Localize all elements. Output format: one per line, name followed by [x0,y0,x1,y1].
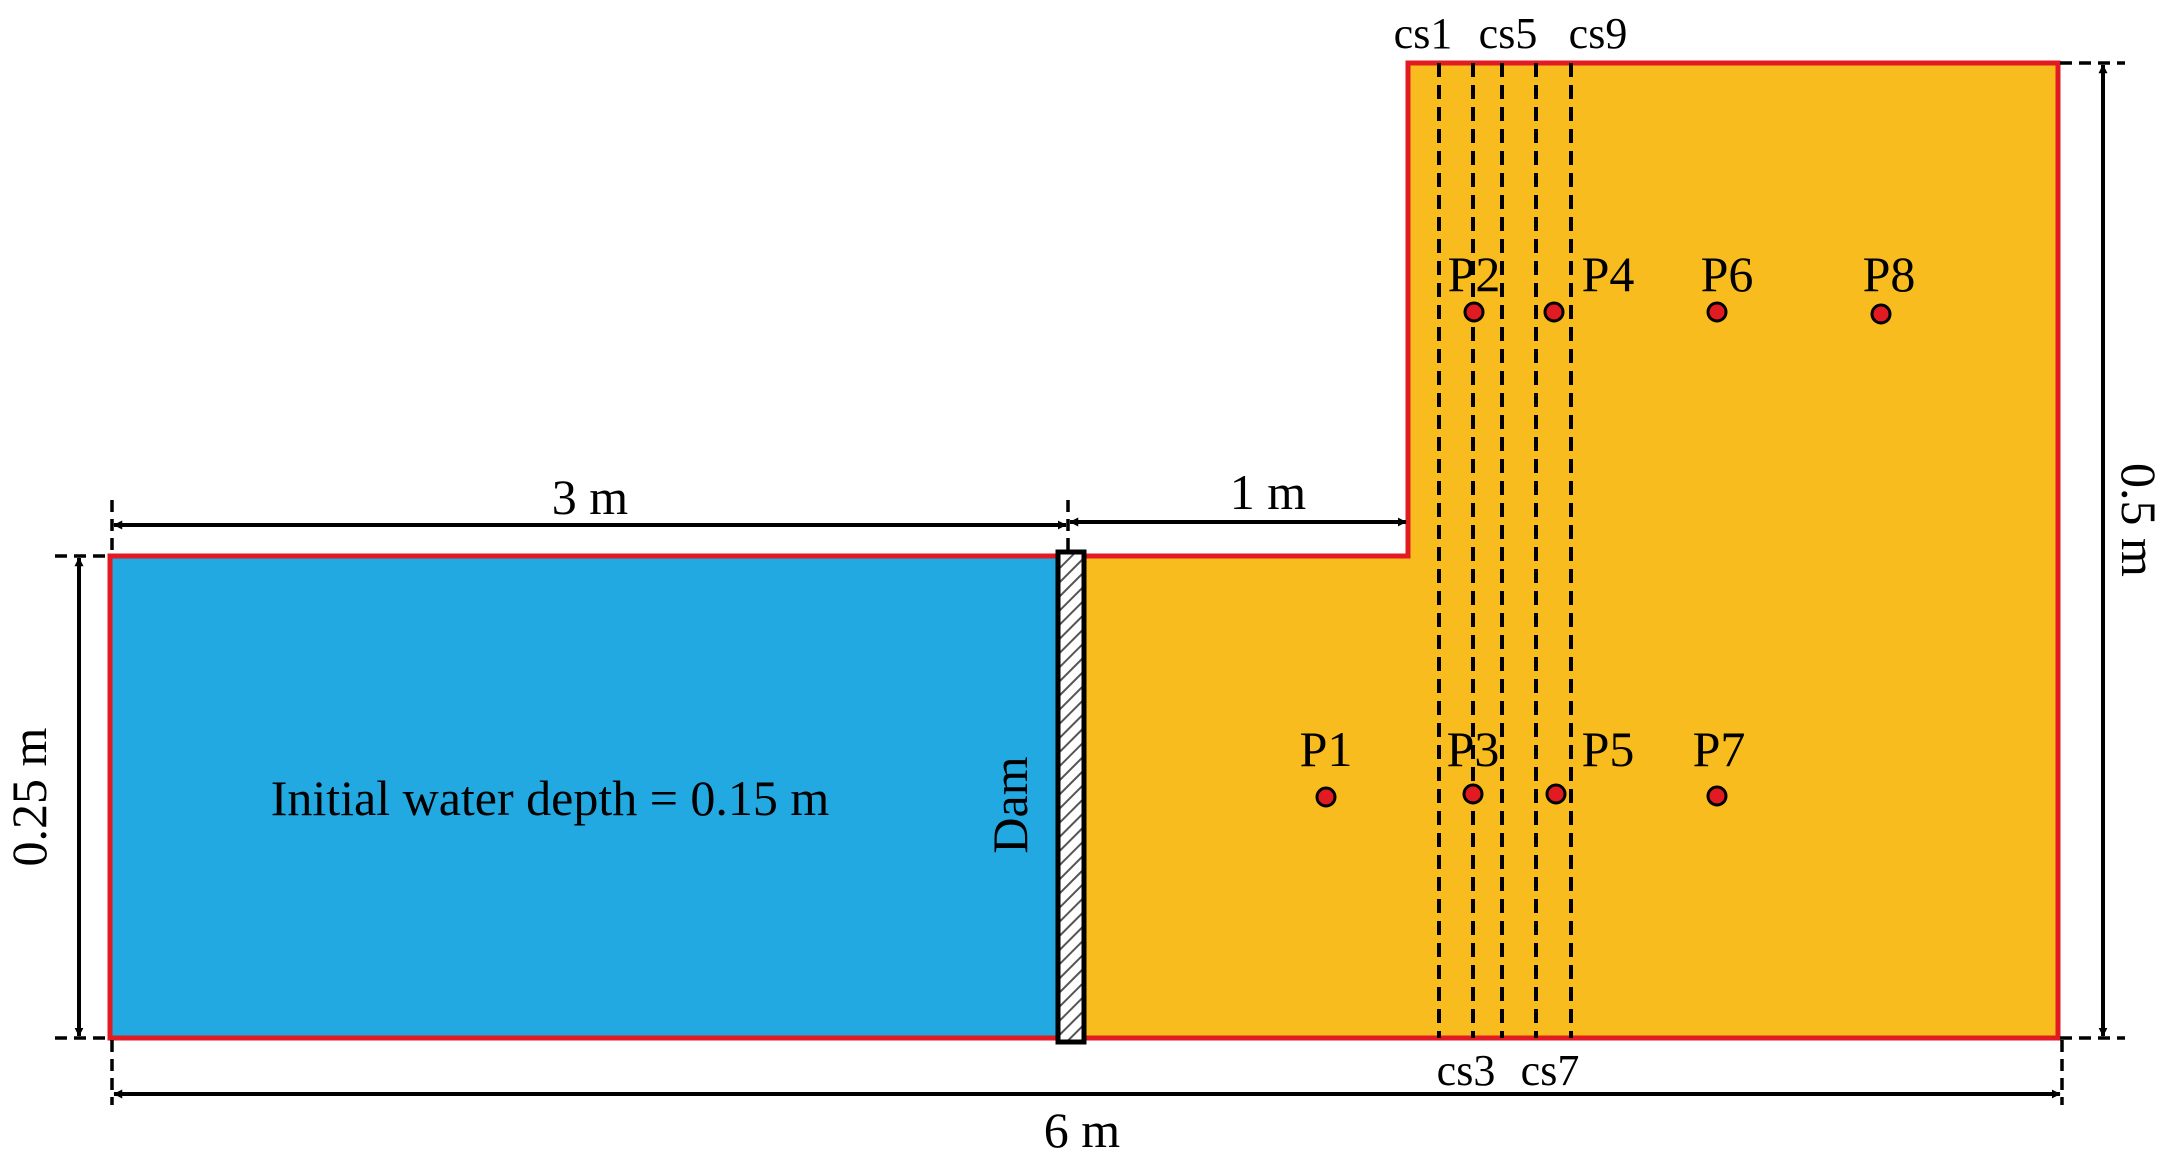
probe-marker-p1 [1315,786,1337,808]
probe-marker-p4 [1543,301,1565,323]
dam-gate [1055,549,1087,1045]
dimension-label-6m: 6 m [1044,1102,1121,1154]
dimension-label-05m: 0.5 m [2111,463,2163,577]
dimension-label-3m: 3 m [552,469,629,525]
dam-label: Dam [982,756,1038,853]
cs-label-cs9: cs9 [1569,9,1628,58]
cs-label-cs5: cs5 [1479,9,1538,58]
dimension-label-1m: 1 m [1230,464,1307,520]
probe-label-p5: P5 [1582,721,1635,777]
water-reservoir [110,556,1060,1038]
probe-label-p7: P7 [1693,721,1746,777]
probe-label-p6: P6 [1701,246,1754,302]
cross-section-lines [1437,63,1573,1038]
probe-marker-p6 [1706,301,1728,323]
probe-marker-p2 [1463,301,1485,323]
probe-marker-p7 [1706,785,1728,807]
dimension-arrows [74,64,2108,1099]
probe-marker-p8 [1870,303,1892,325]
probe-points [1315,301,1892,808]
probe-marker-p3 [1462,783,1484,805]
cs-label-cs1: cs1 [1394,9,1453,58]
probe-marker-p5 [1545,783,1567,805]
probe-label-p2: P2 [1448,246,1501,302]
extension-lines [55,61,2125,1105]
probe-label-p3: P3 [1447,721,1500,777]
initial-water-label: Initial water depth = 0.15 m [271,770,830,826]
probe-label-p1: P1 [1300,721,1353,777]
probe-label-p8: P8 [1863,246,1916,302]
probe-label-p4: P4 [1582,246,1635,302]
domain-boundary [107,60,2061,1041]
cs-label-cs3: cs3 [1437,1046,1496,1095]
cs-label-cs7: cs7 [1521,1046,1580,1095]
dimension-label-025m: 0.25 m [1,727,57,866]
